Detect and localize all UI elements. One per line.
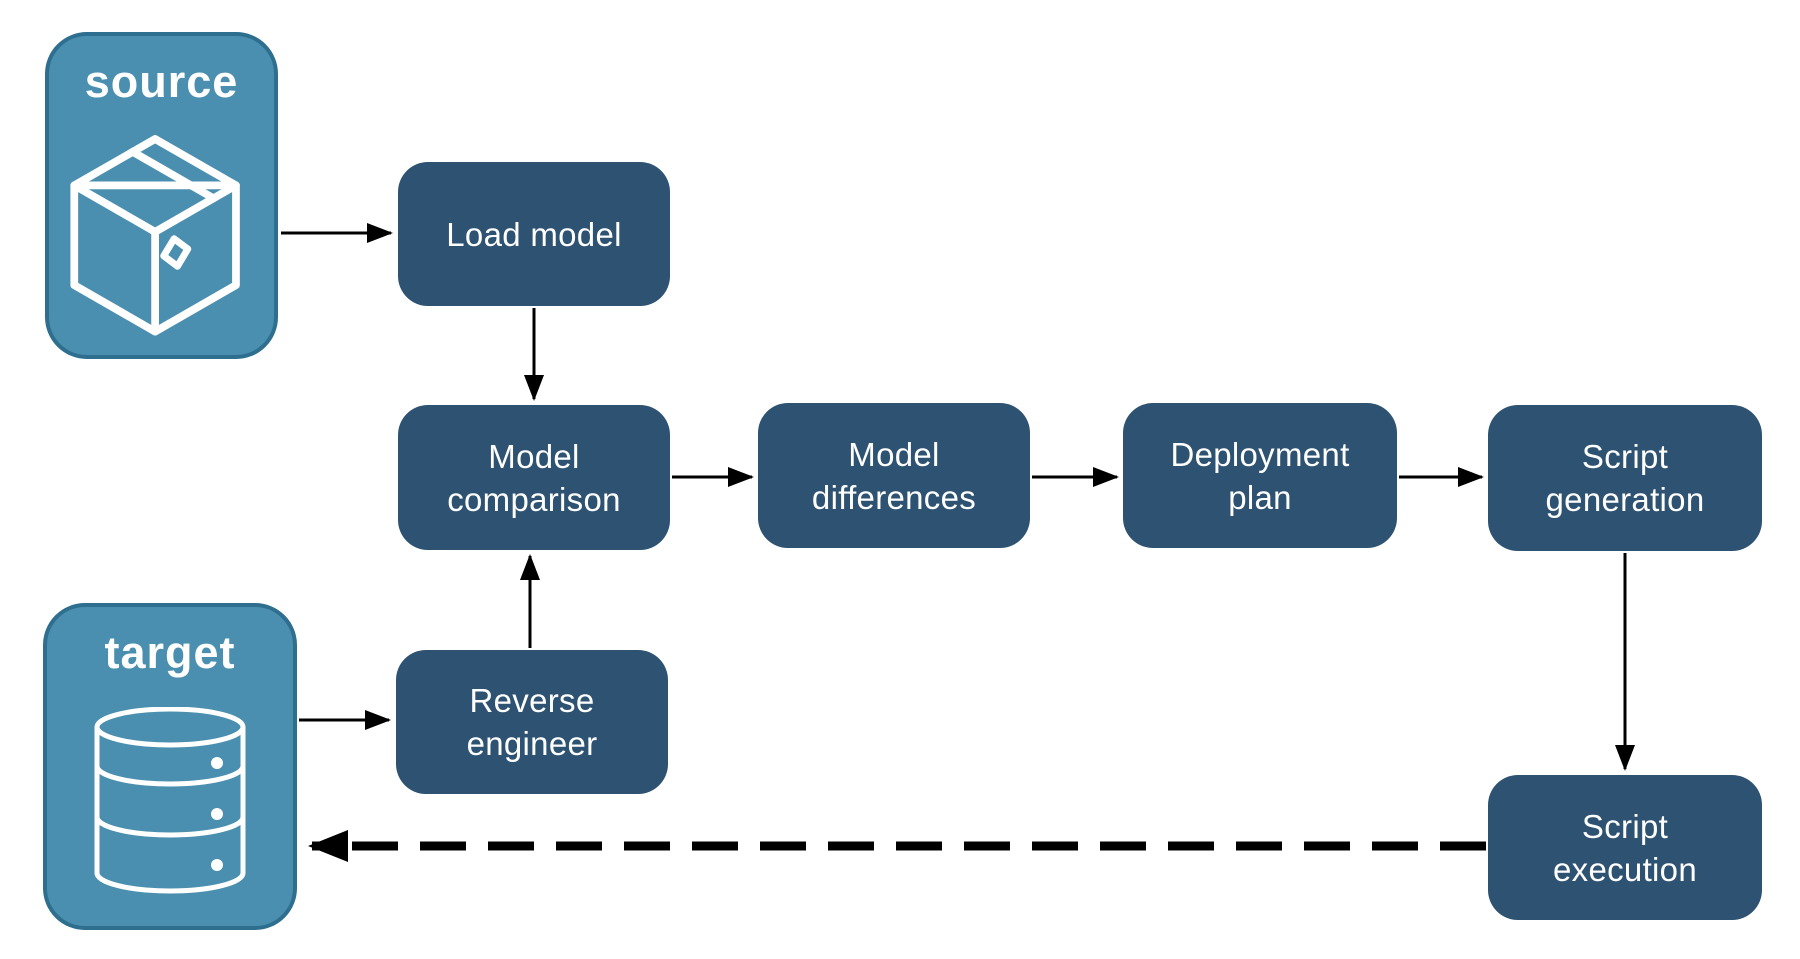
step-script-execution: Script execution <box>1488 775 1762 920</box>
step-model-differences: Model differences <box>758 403 1030 548</box>
step-model-comparison: Model comparison <box>398 405 670 550</box>
target-entity: target <box>43 603 297 930</box>
step-load-model: Load model <box>398 162 670 306</box>
package-icon <box>69 135 240 336</box>
database-icon <box>94 707 246 894</box>
step-script-generation: Script generation <box>1488 405 1762 551</box>
target-label: target <box>104 627 236 678</box>
source-label: source <box>84 56 239 107</box>
source-entity: source <box>45 32 278 359</box>
step-reverse-engineer: Reverse engineer <box>396 650 668 794</box>
step-deployment-plan: Deployment plan <box>1123 403 1397 548</box>
